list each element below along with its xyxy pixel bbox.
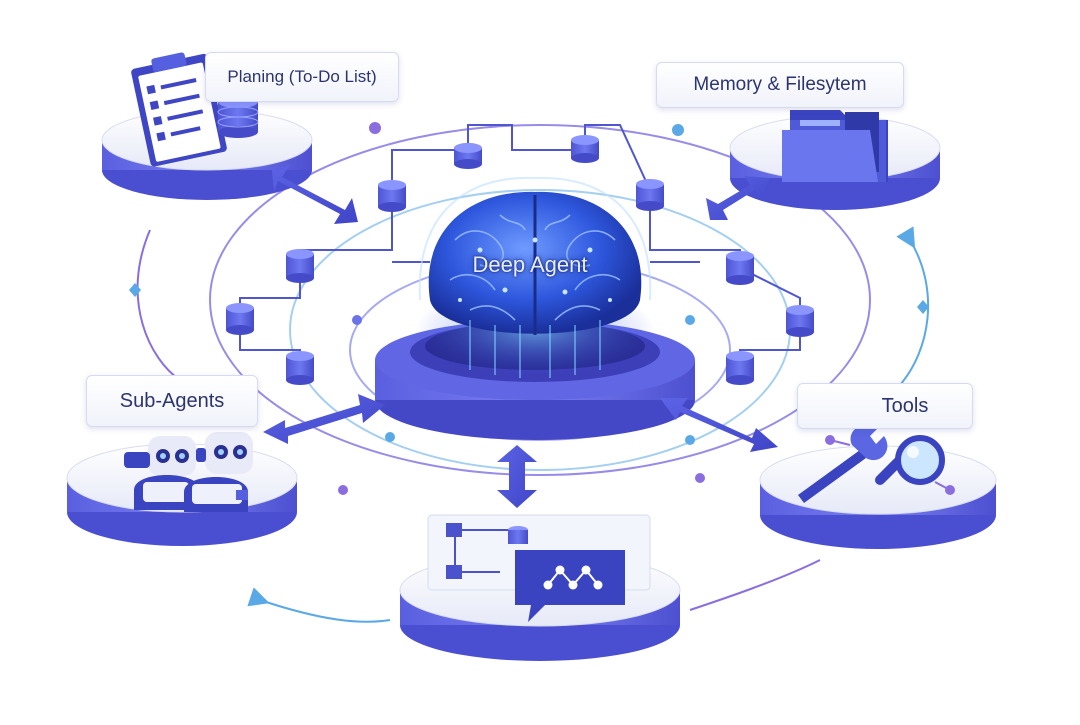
subagents-label: Sub-Agents	[86, 375, 258, 427]
arrow-workflow	[497, 445, 537, 508]
db-node-1	[454, 143, 482, 169]
tools-label: Tools	[797, 383, 973, 429]
db-node-9	[286, 351, 314, 385]
disc-tools	[759, 445, 997, 549]
chat-workflow-icon	[427, 514, 651, 622]
db-node-6	[726, 251, 754, 285]
db-node-8	[786, 305, 814, 337]
planning-label-text: Planing (To-Do List)	[227, 67, 377, 86]
memory-label: Memory & Filesytem	[656, 62, 904, 108]
robot-icon	[124, 432, 253, 512]
center-title: Deep Agent	[472, 252, 588, 277]
arrow-memory	[706, 176, 770, 220]
tools-label-text: Tools	[881, 394, 929, 417]
connection-arrows	[263, 165, 778, 508]
folder-icon	[782, 110, 888, 182]
database-stack-icon	[217, 96, 259, 138]
db-node-2	[571, 135, 599, 163]
orbit-markers	[129, 122, 929, 495]
db-node-10	[726, 351, 754, 385]
db-node-3	[378, 180, 406, 212]
subagents-label-text: Sub-Agents	[119, 389, 225, 412]
arrow-tools	[660, 398, 778, 452]
arrow-subagents	[263, 394, 385, 444]
arrow-planning	[272, 165, 358, 224]
database-nodes	[226, 135, 814, 385]
db-node-7	[226, 303, 254, 335]
db-node-4	[636, 179, 664, 211]
memory-label-text: Memory & Filesytem	[693, 74, 867, 95]
db-node-5	[286, 249, 314, 283]
planning-label: Planing (To-Do List)	[205, 52, 399, 102]
clipboard-checklist-icon	[131, 52, 259, 167]
brain-icon	[418, 176, 652, 378]
